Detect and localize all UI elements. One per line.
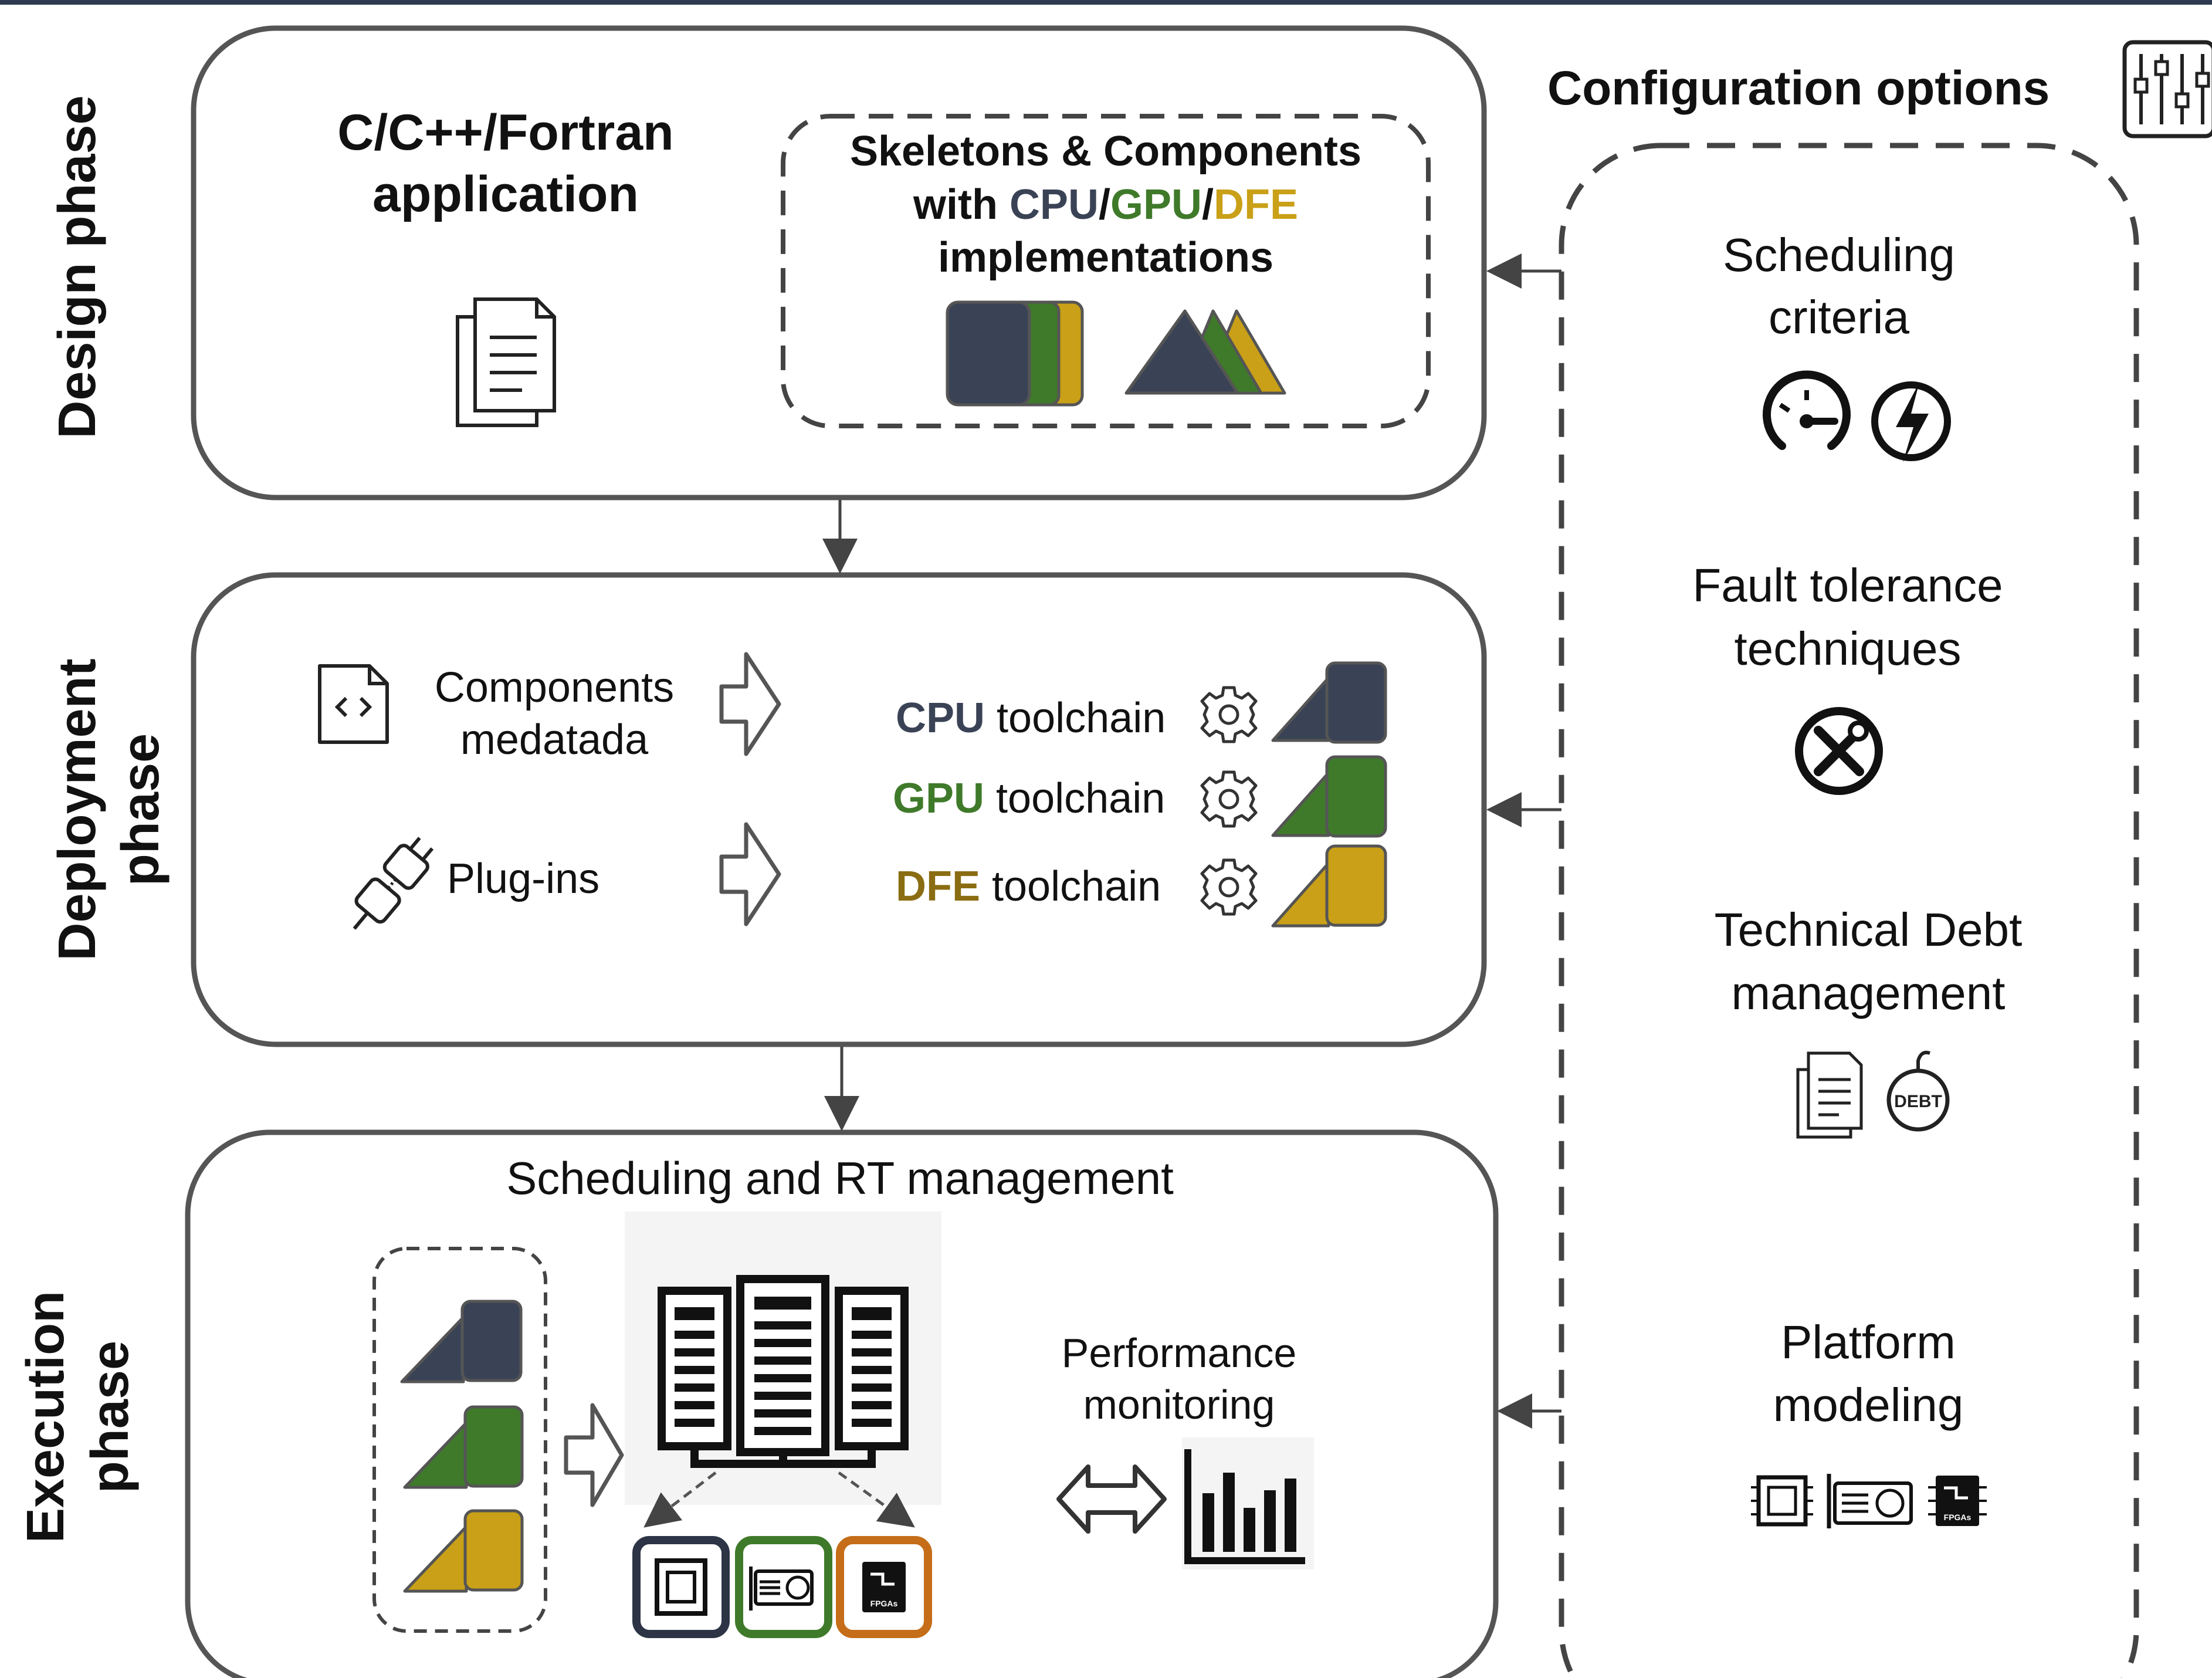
platform-modeling-line1: Platform: [1781, 1316, 1956, 1368]
top-border: [0, 0, 2212, 5]
deployment-phase-label-line1: Deployment: [48, 658, 107, 960]
execution-title: Scheduling and RT management: [506, 1152, 1174, 1204]
design-phase-box: [191, 25, 1487, 500]
svg-text:DEBT: DEBT: [1894, 1092, 1942, 1111]
plug-icon: [353, 837, 434, 930]
cpu-device-icon: [632, 1536, 730, 1638]
debt-bomb-icon: DEBT: [1886, 1050, 1950, 1132]
bidirectional-arrow-icon: [1056, 1464, 1167, 1534]
bar-chart-icon: [1182, 1437, 1314, 1569]
scheduling-criteria-line1: Scheduling: [1723, 229, 1955, 281]
platform-fpga-icon: FPGAs: [1928, 1476, 1987, 1526]
execution-phase-label-line2: phase: [81, 1341, 140, 1493]
technical-debt-line2: management: [1732, 967, 2006, 1019]
performance-monitoring-line1: Performance: [1062, 1330, 1297, 1376]
energy-bolt-icon: [1871, 381, 1951, 462]
sliders-icon: [2122, 40, 2212, 138]
deployment-phase-box: [191, 572, 1487, 1047]
config-dashed-box: [1559, 143, 2139, 1678]
skeletons-dashed-box: [781, 114, 1431, 428]
platform-modeling-line2: modeling: [1773, 1379, 1964, 1431]
design-phase-label: Design phase: [48, 95, 107, 438]
gpu-gear-icon: [1202, 772, 1256, 826]
cpu-toolchain-artifact-icon: [1271, 661, 1387, 744]
metadata-flow-arrow: [719, 652, 781, 756]
plugins-label: Plug-ins: [447, 855, 599, 902]
task-gpu-icon: [403, 1405, 524, 1489]
dfe-gear-icon: [1202, 860, 1256, 914]
dfe-toolchain-artifact-icon: [1271, 844, 1387, 928]
performance-monitoring-line2: monitoring: [1083, 1382, 1275, 1427]
tools-icon: [1795, 707, 1883, 795]
task-cpu-icon: [400, 1300, 523, 1383]
app-title-line2: application: [372, 166, 639, 222]
app-title-line1: C/C++/Fortran: [337, 104, 673, 161]
plugins-flow-arrow: [719, 822, 781, 926]
technical-debt-line1: Technical Debt: [1715, 904, 2023, 956]
svg-text:FPGAs: FPGAs: [870, 1599, 898, 1608]
debt-document-icon: [1796, 1051, 1863, 1139]
speedometer-icon: [1763, 370, 1851, 450]
fault-tolerance-line1: Fault tolerance: [1692, 559, 2003, 611]
task-pool-dashed-box: [372, 1247, 547, 1633]
gpu-toolchain-label: GPU toolchain: [893, 775, 1165, 822]
config-title: Configuration options: [1547, 62, 2050, 115]
skeleton-stack-icon: [1124, 309, 1286, 395]
document-icon: [456, 297, 556, 427]
gpu-device-icon: [735, 1536, 832, 1638]
component-stack-icon: [946, 300, 1084, 407]
fpga-device-icon: FPGAs: [836, 1536, 932, 1638]
platform-gpu-icon: [1827, 1474, 1913, 1528]
cpu-gear-icon: [1202, 688, 1256, 742]
task-dfe-icon: [403, 1509, 524, 1593]
scheduling-criteria-line2: criteria: [1769, 291, 1910, 343]
gpu-toolchain-artifact-icon: [1271, 755, 1387, 838]
execution-phase-label-line1: Execution: [16, 1291, 75, 1543]
server-cluster-icon: [625, 1212, 941, 1505]
components-metadata-line2: medatada: [460, 716, 649, 763]
skeletons-title-line2: with CPU/GPU/DFE: [913, 181, 1298, 228]
code-file-icon: [318, 664, 389, 744]
task-dispatch-arrow: [564, 1403, 624, 1507]
cpu-toolchain-label: CPU toolchain: [896, 695, 1166, 742]
fault-tolerance-line2: techniques: [1735, 623, 1962, 675]
svg-text:FPGAs: FPGAs: [1944, 1513, 1972, 1522]
deployment-phase-label-line2: phase: [111, 733, 170, 886]
dfe-toolchain-label: DFE toolchain: [896, 863, 1161, 910]
execution-phase-box: [185, 1129, 1499, 1678]
skeletons-title-line1: Skeletons & Components: [850, 128, 1361, 175]
components-metadata-line1: Components: [435, 664, 674, 711]
skeletons-title-line3: implementations: [938, 234, 1273, 281]
platform-cpu-icon: [1751, 1475, 1813, 1527]
